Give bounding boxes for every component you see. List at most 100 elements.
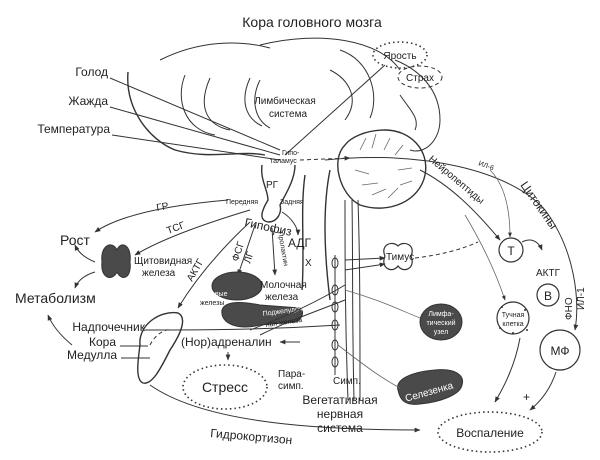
label-autonomic-line3: система (317, 421, 363, 435)
macrophage-inflammation-arrow (529, 371, 557, 411)
adrenal-nerve (144, 324, 341, 331)
hunger-line (109, 77, 281, 151)
tsh-arrow (134, 209, 251, 256)
acth-arrow (177, 221, 251, 309)
adrenal-gland (137, 311, 184, 384)
label-il1: ИЛ-1 (576, 287, 587, 310)
label-mast-line1: Тучная (502, 312, 525, 319)
il6-arrow (489, 169, 512, 238)
diagram-title: Кора головного мозга (242, 14, 382, 30)
thyroid-metabolism-arrow (74, 271, 96, 289)
label-tsh: ТСГ (165, 220, 187, 237)
label-medulla: Медулла (67, 348, 117, 362)
hydrocortisone-arrow (149, 384, 421, 433)
inflammation-bubble (437, 411, 543, 453)
label-noradrenaline: (Нор)адреналин (181, 335, 272, 349)
label-lymph-line1: Лимфа- (428, 311, 454, 318)
neuropeptides-arrow (419, 169, 501, 241)
label-plus: + (523, 390, 530, 404)
mast-inflammation-arrow (494, 337, 521, 403)
tcell-acth-arrow (521, 239, 543, 251)
adh-arrow (281, 211, 301, 236)
label-tnf: ФНО (564, 297, 575, 320)
label-lymph-line3: узел (434, 329, 448, 336)
label-thirst: Жажда (68, 94, 108, 108)
limbic-line1: Лимбическая (254, 95, 316, 107)
label-t-cell: Т (507, 244, 515, 258)
hypothalamus-cerebellum-link (299, 155, 351, 161)
spleen-nerve (337, 344, 401, 389)
label-gonads-line1: Половые (198, 291, 228, 298)
temperature-line (111, 134, 281, 161)
label-releasing-hormones: РГ (266, 180, 279, 191)
label-autonomic-line1: Вегетативная (302, 393, 377, 407)
label-thyroid-line1: Щитовидная (134, 256, 192, 267)
pancreas (221, 302, 303, 328)
sympathetic-chain (331, 255, 339, 375)
adrenal-medulla-outline (149, 329, 173, 346)
label-b-cell: В (544, 289, 552, 303)
label-thymus: Тимус (386, 252, 414, 263)
label-mast-line2: клетка (502, 321, 523, 328)
label-posterior: Задняя (280, 199, 304, 206)
label-hunger: Голод (75, 65, 108, 79)
b-cell (536, 283, 560, 307)
thymus-nerve-2 (344, 262, 386, 271)
thirst-line (109, 106, 281, 156)
limbic-line2: система (269, 109, 307, 120)
gh-arrow (94, 199, 229, 233)
prolactin-arrow (271, 227, 278, 276)
hypothalamus-line1: Гипо- (282, 150, 300, 157)
label-temperature: Температура (37, 122, 110, 136)
label-cortex: Кора (89, 335, 116, 349)
label-rage: Ярость (383, 51, 416, 62)
label-il6: ИЛ-6 (477, 160, 494, 172)
label-parasymp-line1: Пара- (278, 369, 305, 380)
macrophage (539, 329, 581, 371)
lymph-nerve (344, 289, 421, 319)
label-cytokines: Цитокины (518, 179, 561, 232)
hypothalamus-line2: таламус (270, 158, 297, 165)
label-immune-acth: АКТГ (536, 268, 561, 279)
label-mammary-line1: Молочная (260, 280, 307, 291)
neuropeptides-mast-arrow (464, 214, 506, 301)
label-pituitary: Гипофиз (243, 215, 293, 239)
label-autonomic-line2: нервная (317, 407, 363, 421)
label-gonads-line2: железы (200, 300, 224, 307)
spleen (397, 369, 464, 405)
stress-bubble (182, 364, 268, 410)
pituitary-shape (260, 164, 296, 223)
pancreas-nerve (259, 299, 346, 336)
label-thyroid-line2: железа (142, 268, 176, 279)
fsh-lh-arrow (237, 224, 256, 276)
label-fear: Страх (406, 73, 434, 84)
brain-drawing (127, 37, 441, 401)
gonads (211, 271, 263, 301)
label-adh: АДГ (288, 236, 312, 250)
label-inflammation: Воспаление (456, 426, 524, 440)
label-cross: X (305, 258, 312, 269)
label-symp: Симп. (333, 376, 361, 387)
label-neuropeptides: Нейропептиды (426, 154, 486, 207)
lymph-node (419, 303, 463, 341)
label-lymph-line2: тический (426, 319, 455, 327)
label-parasymp-line2: симп. (278, 381, 304, 392)
label-anterior: Передняя (226, 199, 258, 206)
label-macrophage: МФ (551, 344, 570, 358)
label-gh: ГР (156, 201, 170, 214)
thymus (383, 242, 413, 271)
thyroid-gland (101, 244, 131, 278)
label-growth: Рост (60, 232, 91, 248)
label-adrenal: Надпочечник (72, 320, 145, 334)
label-metabolism: Метаболизм (15, 290, 96, 306)
t-cell (498, 237, 524, 263)
label-lh: ЛГ (242, 250, 256, 265)
adrenal-metabolism-arrow (47, 314, 73, 346)
thymus-nerve-1 (344, 255, 386, 261)
label-hydrocortisone: Гидрокортизон (210, 426, 293, 447)
fear-bubble (397, 65, 443, 89)
cytokines-arc (324, 156, 579, 331)
thyroid-growth-arrow (74, 244, 96, 263)
rage-bubble (372, 41, 428, 69)
